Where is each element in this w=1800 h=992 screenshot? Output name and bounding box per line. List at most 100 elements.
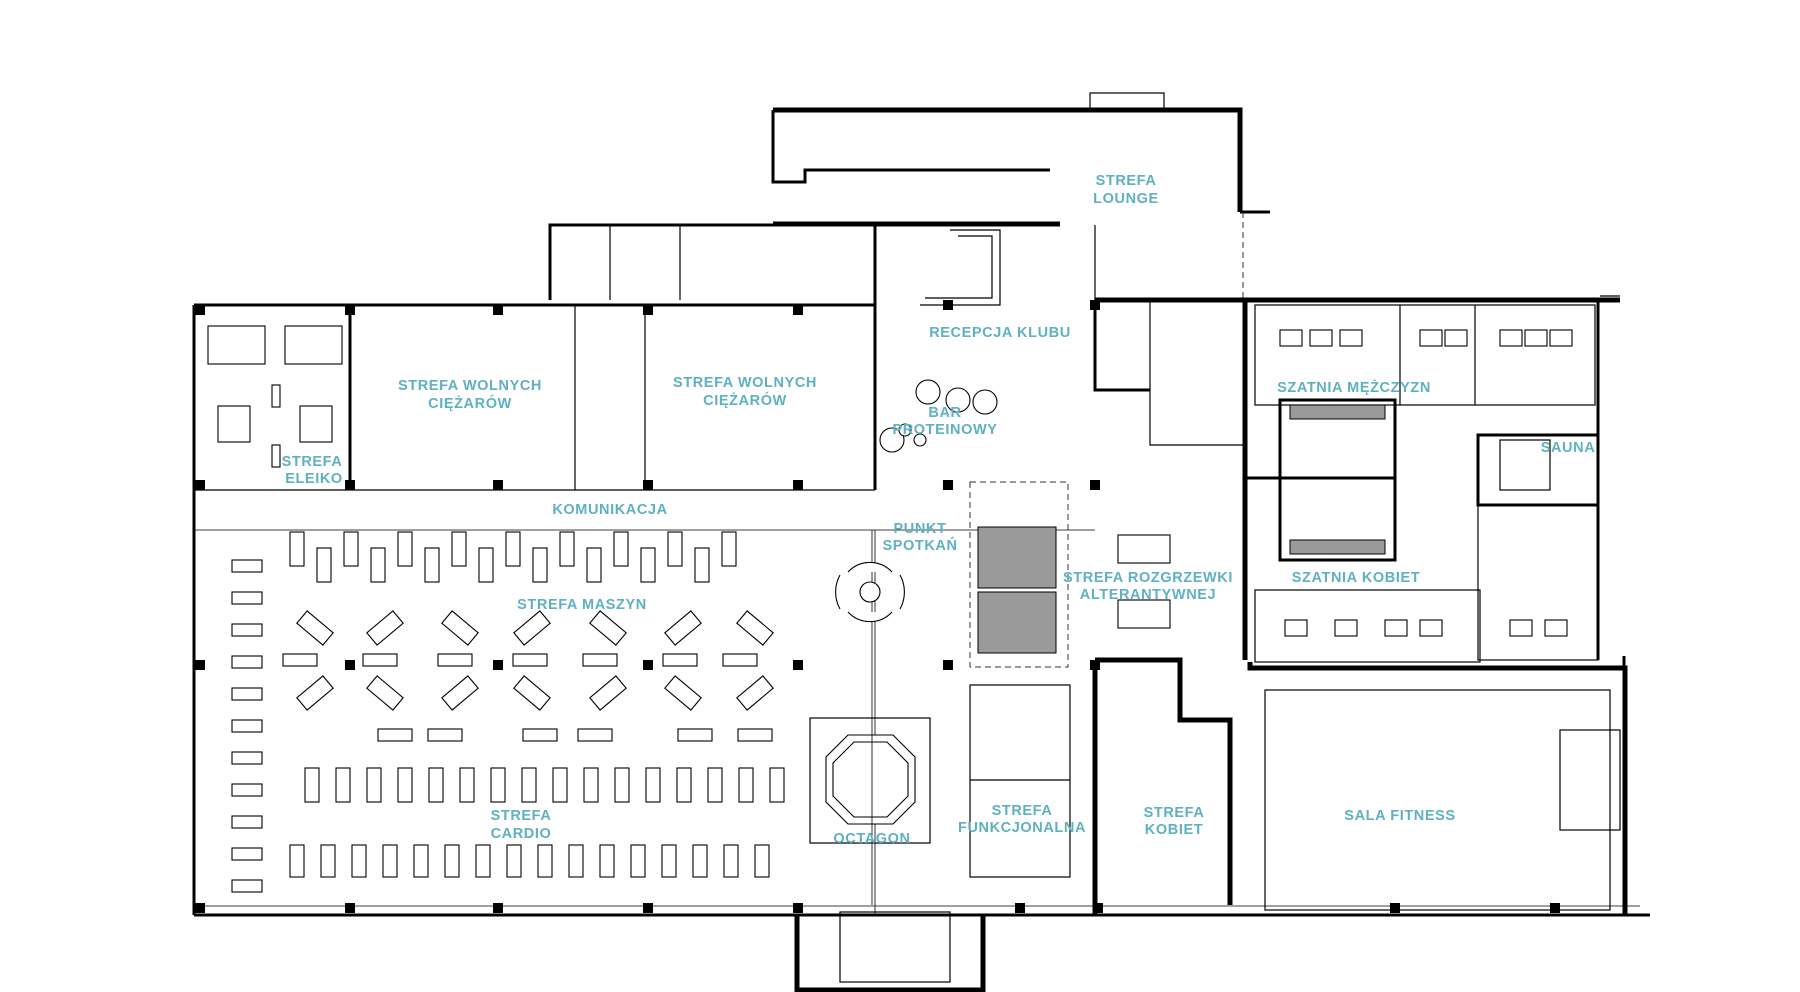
label-eleiko-2: ELEIKO <box>285 471 343 487</box>
label-lounge-2: LOUNGE <box>1093 191 1159 207</box>
equipment-item <box>559 531 575 567</box>
column <box>793 903 803 913</box>
equipment-item <box>231 559 263 573</box>
equipment-item <box>289 844 305 878</box>
equipment-item <box>614 767 630 803</box>
column <box>493 660 503 670</box>
equipment-item <box>1284 619 1308 637</box>
column <box>1015 903 1025 913</box>
equipment-item <box>723 844 739 878</box>
equipment-item <box>296 610 334 646</box>
equipment-item <box>366 610 404 646</box>
equipment-item <box>296 675 334 711</box>
equipment-item <box>667 531 683 567</box>
equipment-item <box>1549 329 1573 347</box>
equipment-item <box>370 547 386 583</box>
label-alt-warmup-1: STREFA ROZGRZEWKI <box>1063 570 1233 586</box>
equipment-item <box>459 767 475 803</box>
label-corridor: KOMUNIKACJA <box>552 502 667 518</box>
equipment-item <box>413 844 429 878</box>
equipment-item <box>1384 619 1408 637</box>
equipment-item <box>231 687 263 701</box>
equipment-item <box>662 653 698 667</box>
column <box>1390 903 1400 913</box>
equipment-item <box>282 653 318 667</box>
label-eleiko-1: STREFA <box>282 454 343 470</box>
equipment-item <box>589 610 627 646</box>
equipment-item <box>1309 329 1333 347</box>
equipment-item <box>1509 619 1533 637</box>
equipment-item <box>441 675 479 711</box>
equipment-item <box>583 767 599 803</box>
column <box>793 480 803 490</box>
label-fitness-room: SALA FITNESS <box>1344 808 1455 824</box>
equipment-item <box>231 751 263 765</box>
equipment-item <box>289 531 305 567</box>
columns <box>195 300 1560 913</box>
label-functional-1: STREFA <box>992 803 1053 819</box>
equipment-item <box>599 844 615 878</box>
equipment-item <box>490 767 506 803</box>
label-lounge-1: STREFA <box>1096 173 1157 189</box>
equipment-item <box>769 767 785 803</box>
label-women-zone-1: STREFA <box>1144 805 1205 821</box>
label-meeting-point-2: SPOTKAŃ <box>882 537 957 554</box>
column <box>195 305 205 315</box>
equipment-item <box>444 844 460 878</box>
column <box>195 903 205 913</box>
equipment-item <box>505 531 521 567</box>
equipment-item <box>676 767 692 803</box>
label-meeting-point-1: PUNKT <box>894 521 947 537</box>
column <box>1550 903 1560 913</box>
column <box>943 300 953 310</box>
column <box>493 903 503 913</box>
equipment-item <box>589 675 627 711</box>
equipment-item <box>1419 329 1443 347</box>
interior-walls <box>194 229 1621 915</box>
equipment-item <box>231 655 263 669</box>
equipment-item <box>738 767 754 803</box>
equipment-item <box>694 547 710 583</box>
equipment-item <box>441 610 479 646</box>
equipment-item <box>231 815 263 829</box>
equipment-item <box>366 675 404 711</box>
equipment-item <box>397 531 413 567</box>
equipment-item <box>1499 329 1523 347</box>
column <box>493 480 503 490</box>
equipment-item <box>586 547 602 583</box>
column <box>195 480 205 490</box>
equipment-item <box>754 844 770 878</box>
equipment-item <box>231 719 263 733</box>
equipment-item <box>377 728 413 742</box>
equipment-item <box>320 844 336 878</box>
equipment-item <box>343 531 359 567</box>
label-machines: STREFA MASZYN <box>517 597 647 613</box>
label-men-locker: SZATNIA MĘŻCZYZN <box>1277 379 1431 396</box>
equipment-item <box>661 844 677 878</box>
equipment-item <box>424 547 440 583</box>
equipment-item <box>437 653 473 667</box>
equipment-item <box>568 844 584 878</box>
equipment-item <box>1334 619 1358 637</box>
building-outline <box>192 92 1650 992</box>
equipment-item <box>664 610 702 646</box>
column <box>345 903 355 913</box>
equipment-item <box>582 653 618 667</box>
equipment-item <box>1419 619 1443 637</box>
column <box>1090 300 1100 310</box>
label-free-weights-2a: STREFA WOLNYCH <box>673 375 817 391</box>
equipment-item <box>231 783 263 797</box>
column <box>195 660 205 670</box>
equipment-item <box>522 728 558 742</box>
label-women-zone-2: KOBIET <box>1145 822 1203 838</box>
column <box>345 305 355 315</box>
column <box>943 660 953 670</box>
equipment-item <box>231 623 263 637</box>
equipment-item <box>316 547 332 583</box>
equipment-item <box>1339 329 1363 347</box>
equipment-item <box>640 547 656 583</box>
equipment-item <box>513 610 551 646</box>
equipment-item <box>335 767 351 803</box>
equipment-item <box>692 844 708 878</box>
equipment-item <box>552 767 568 803</box>
